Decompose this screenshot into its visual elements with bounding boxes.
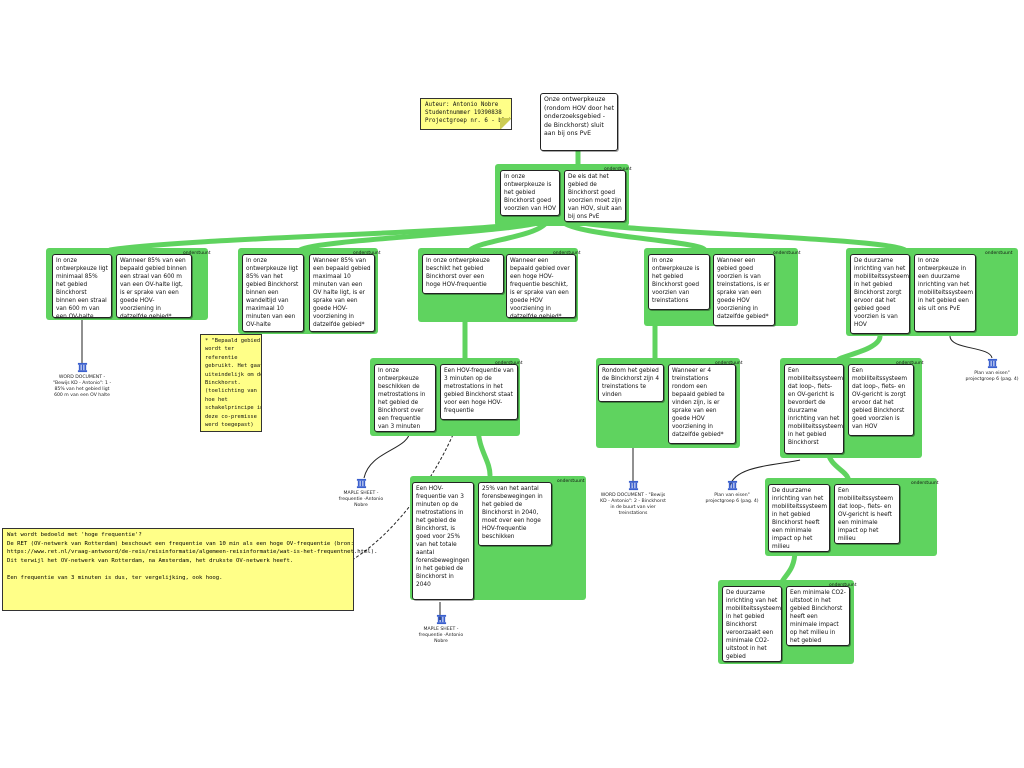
mobility-sub-premise[interactable]: De duurzame inrichting van het mobilitei…	[768, 484, 830, 552]
project-group: Projectgroep nr. 6 - blok 1.4	[425, 118, 512, 124]
branch-4-premise[interactable]: In onze ontwerpkeuze is het gebied Binck…	[648, 254, 710, 310]
evidence-doc1-label: WORD DOCUMENT - "Bewijs KD - Antonio": 1…	[52, 375, 112, 398]
evidence-pillar-icon	[77, 362, 87, 373]
student-number: Studentnummer 19390838	[425, 110, 502, 116]
author-note[interactable]: Auteur: Antonio Nobre Studentnummer 1939…	[420, 98, 512, 130]
definition-line: hoe het	[205, 396, 228, 403]
note-line: Wat wordt bedoeld met 'hoge frequentie'?	[7, 532, 142, 538]
support-tag: onderstuunt	[495, 361, 523, 367]
branch-3-rule[interactable]: Wanneer een bepaald gebied over een hoge…	[506, 254, 576, 318]
evidence-plan2-label: Plan van eisen" projectgroep 6 (pag. 4)	[965, 371, 1019, 382]
branch-2-rule[interactable]: Wanneer 85% van een bepaald gebied maxim…	[309, 254, 375, 332]
branch-4-rule[interactable]: Wanneer een gebied goed voorzien is van …	[713, 254, 775, 326]
definition-line: wordt ter	[205, 346, 235, 353]
evidence-doc2-label: WORD DOCUMENT - "Bewijs KD - Antonio": 2…	[600, 493, 666, 516]
support-tag: onderstuunt	[553, 251, 581, 257]
definition-line: werd toegepast)	[205, 422, 254, 429]
definition-line: referentie	[205, 354, 238, 361]
freq-rule[interactable]: Een HOV-frequentie van 3 minuten op de m…	[440, 364, 518, 420]
note-line: Dit terwijl het OV-netwerk van Rotterdam…	[7, 557, 294, 564]
definition-line: (toelichting van	[205, 388, 257, 395]
support-tag: onderstuunt	[604, 167, 632, 173]
note-line: Een frequentie van 3 minuten is dus, ter…	[7, 574, 223, 581]
evidence-pillar-icon	[987, 358, 997, 369]
support-tag: onderstuunt	[183, 251, 211, 256]
evidence-plan1-label: Plan van eisen" projectgroep 6 (pag. 4)	[705, 493, 759, 504]
support-tag: onderstuunt	[911, 481, 939, 486]
support-tag: onderstuunt	[557, 479, 585, 484]
branch-2-premise[interactable]: In onze ontwerpkeuze ligt 85% van het ge…	[242, 254, 304, 332]
evidence-doc1[interactable]: WORD DOCUMENT - "Bewijs KD - Antonio": 1…	[50, 362, 114, 399]
freq-premise[interactable]: In onze ontwerpkeuze beschikken de metro…	[374, 364, 436, 432]
definition-line: uiteindelijk om de	[205, 371, 262, 378]
evidence-doc2[interactable]: WORD DOCUMENT - "Bewijs KD - Antonio": 2…	[598, 480, 668, 517]
branch-3-premise[interactable]: In onze ontwerpkeuze beschikt het gebied…	[422, 254, 504, 294]
branch-1-rule[interactable]: Wanneer 85% van een bepaald gebied binne…	[116, 254, 192, 318]
evidence-maple2-label: MAPLE SHEET - frequentie -Antonio Nobre	[418, 627, 464, 644]
branch-5-premise[interactable]: De duurzame inrichting van het mobilitei…	[850, 254, 910, 334]
mobility-sub2-rule[interactable]: Een minimale CO2-uitstoot in het gebied …	[786, 586, 850, 646]
note-line: De RET (OV-netwerk van Rotterdam) bescho…	[7, 540, 354, 547]
support-tag: onderstuunt	[829, 583, 857, 589]
definition-line: deze co-premisse	[205, 413, 257, 420]
evidence-plan2[interactable]: Plan van eisen" projectgroep 6 (pag. 4)	[962, 358, 1022, 383]
evidence-pillar-icon	[727, 480, 737, 491]
mobility-rule[interactable]: Een mobiliteitssysteem dat loop-, fiets-…	[848, 364, 914, 436]
branch-1-premise[interactable]: In onze ontwerpkeuze ligt minimaal 85% h…	[52, 254, 112, 318]
link-maple1	[363, 429, 411, 479]
link-plan2	[949, 335, 993, 359]
evidence-pillar-icon	[356, 478, 366, 489]
note-line	[7, 565, 349, 574]
freq-sub-premise[interactable]: Een HOV-frequentie van 3 minuten op de m…	[412, 482, 474, 600]
definition-line: schakelprincipe in	[205, 405, 262, 412]
evidence-pillar-icon	[628, 480, 638, 491]
evidence-maple1-label: MAPLE SHEET - frequentie -Antonio Nobre	[338, 491, 384, 508]
level1-premise[interactable]: In onze ontwerpkeuze is het gebied Binck…	[500, 170, 560, 216]
level1-rule[interactable]: De eis dat het gebied de Binckhorst goed…	[564, 170, 626, 222]
evidence-maple1[interactable]: MAPLE SHEET - frequentie -Antonio Nobre	[334, 478, 388, 509]
definition-line: gebruikt. Het gaat	[205, 363, 262, 370]
note-line: https://www.ret.nl/vraag-antwoord/de-rei…	[7, 549, 378, 556]
support-tag: onderstuunt	[715, 361, 743, 367]
definition-note[interactable]: * "Bepaald gebied" wordt ter referentie …	[200, 334, 262, 432]
branch-5-rule[interactable]: In onze ontwerpkeuze in een duurzame inr…	[914, 254, 976, 332]
support-tag: onderstuunt	[773, 251, 801, 256]
author-name: Auteur: Antonio Nobre	[425, 102, 499, 108]
definition-line: * "Bepaald gebied"	[205, 338, 262, 344]
support-tag: onderstuunt	[985, 251, 1013, 256]
mobility-premise[interactable]: Een mobiliteitssysteem dat loop-, fiets-…	[784, 364, 844, 454]
mobility-sub2-premise[interactable]: De duurzame inrichting van het mobilitei…	[722, 586, 782, 662]
mobility-sub-rule[interactable]: Een mobiliteitssysteem dat loop-, fiets-…	[834, 484, 900, 544]
evidence-pillar-icon	[436, 614, 446, 625]
link-plan1	[729, 459, 801, 487]
connector-mobility	[835, 333, 883, 363]
train-rule[interactable]: Wanneer er 4 treinstations rondom een be…	[668, 364, 736, 444]
evidence-maple2[interactable]: MAPLE SHEET - frequentie -Antonio Nobre	[414, 614, 468, 645]
support-tag: onderstuunt	[896, 361, 924, 367]
high-frequency-note[interactable]: Wat wordt bedoeld met 'hoge frequentie'?…	[2, 528, 378, 611]
definition-line: Binckhorst.	[205, 380, 241, 387]
support-tag: onderstuunt	[353, 251, 381, 257]
evidence-plan1[interactable]: Plan van eisen" projectgroep 6 (pag. 4)	[702, 480, 762, 505]
root-claim[interactable]: Onze ontwerpkeuze (rondom HOV door het o…	[540, 93, 618, 151]
train-premise[interactable]: Rondom het gebied de Binckhorst zijn 4 t…	[598, 364, 664, 402]
note-fold-corner	[500, 118, 511, 129]
freq-sub-rule[interactable]: 25% van het aantal forensbewegingen in h…	[478, 482, 552, 546]
